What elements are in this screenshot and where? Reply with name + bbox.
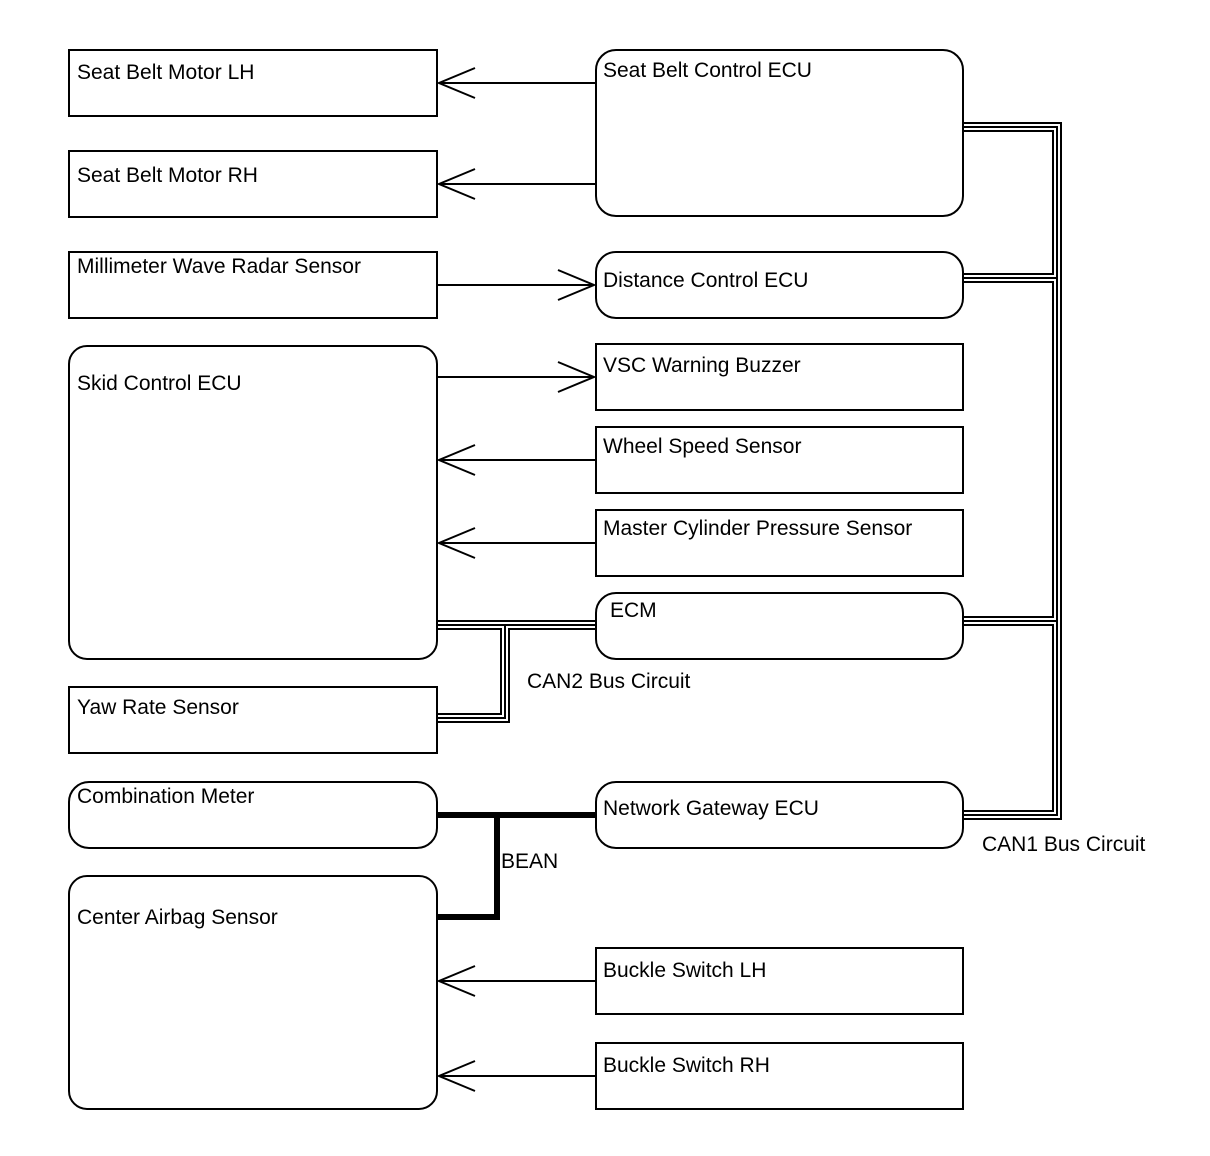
ecm-box: ECM	[595, 592, 964, 660]
combination-meter-box: Combination Meter	[68, 781, 438, 849]
wheel-speed-sensor-label: Wheel Speed Sensor	[603, 435, 801, 458]
bean-bus	[437, 812, 596, 920]
seat-belt-motor-lh-label: Seat Belt Motor LH	[77, 61, 254, 84]
millimeter-wave-radar-sensor-label: Millimeter Wave Radar Sensor	[77, 255, 361, 278]
arrowhead	[557, 269, 597, 301]
buckle-switch-lh-box: Buckle Switch LH	[595, 947, 964, 1015]
distance-control-ecu-box: Distance Control ECU	[595, 251, 964, 319]
buckle-switch-lh-label: Buckle Switch LH	[603, 959, 766, 982]
seat-belt-control-ecu-box: Seat Belt Control ECU	[595, 49, 964, 217]
can1-bus-label: CAN1 Bus Circuit	[982, 833, 1146, 856]
can1-bus	[963, 122, 1062, 820]
network-gateway-ecu-box: Network Gateway ECU	[595, 781, 964, 849]
arrowhead	[436, 67, 476, 99]
skid-control-ecu-label: Skid Control ECU	[77, 372, 242, 395]
master-cylinder-pressure-sensor-box: Master Cylinder Pressure Sensor	[595, 509, 964, 577]
bean-bus-label: BEAN	[501, 850, 558, 873]
center-airbag-sensor-box: Center Airbag Sensor	[68, 875, 438, 1110]
buckle-switch-rh-box: Buckle Switch RH	[595, 1042, 964, 1110]
seat-belt-motor-lh-box: Seat Belt Motor LH	[68, 49, 438, 117]
distance-control-ecu-label: Distance Control ECU	[603, 269, 808, 292]
millimeter-wave-radar-sensor-box: Millimeter Wave Radar Sensor	[68, 251, 438, 319]
master-cylinder-pressure-sensor-label: Master Cylinder Pressure Sensor	[603, 517, 912, 540]
ecm-label: ECM	[610, 599, 657, 622]
combination-meter-label: Combination Meter	[77, 785, 254, 808]
arrowhead	[436, 527, 476, 559]
yaw-rate-sensor-box: Yaw Rate Sensor	[68, 686, 438, 754]
seat-belt-motor-rh-box: Seat Belt Motor RH	[68, 150, 438, 218]
can2-bus-label: CAN2 Bus Circuit	[527, 670, 691, 693]
arrowhead	[436, 444, 476, 476]
arrowhead	[557, 361, 597, 393]
buckle-switch-rh-label: Buckle Switch RH	[603, 1054, 770, 1077]
seat-belt-control-ecu-label: Seat Belt Control ECU	[603, 59, 812, 82]
yaw-rate-sensor-label: Yaw Rate Sensor	[77, 696, 239, 719]
arrowhead	[436, 1060, 476, 1092]
signal-lines	[436, 67, 597, 1092]
wheel-speed-sensor-box: Wheel Speed Sensor	[595, 426, 964, 494]
vsc-warning-buzzer-label: VSC Warning Buzzer	[603, 354, 801, 377]
center-airbag-sensor-label: Center Airbag Sensor	[77, 906, 278, 929]
vsc-warning-buzzer-box: VSC Warning Buzzer	[595, 343, 964, 411]
arrowhead	[436, 168, 476, 200]
skid-control-ecu-box: Skid Control ECU	[68, 345, 438, 660]
arrowhead	[436, 965, 476, 997]
can2-bus	[437, 620, 596, 723]
network-gateway-ecu-label: Network Gateway ECU	[603, 797, 819, 820]
seat-belt-motor-rh-label: Seat Belt Motor RH	[77, 164, 258, 187]
